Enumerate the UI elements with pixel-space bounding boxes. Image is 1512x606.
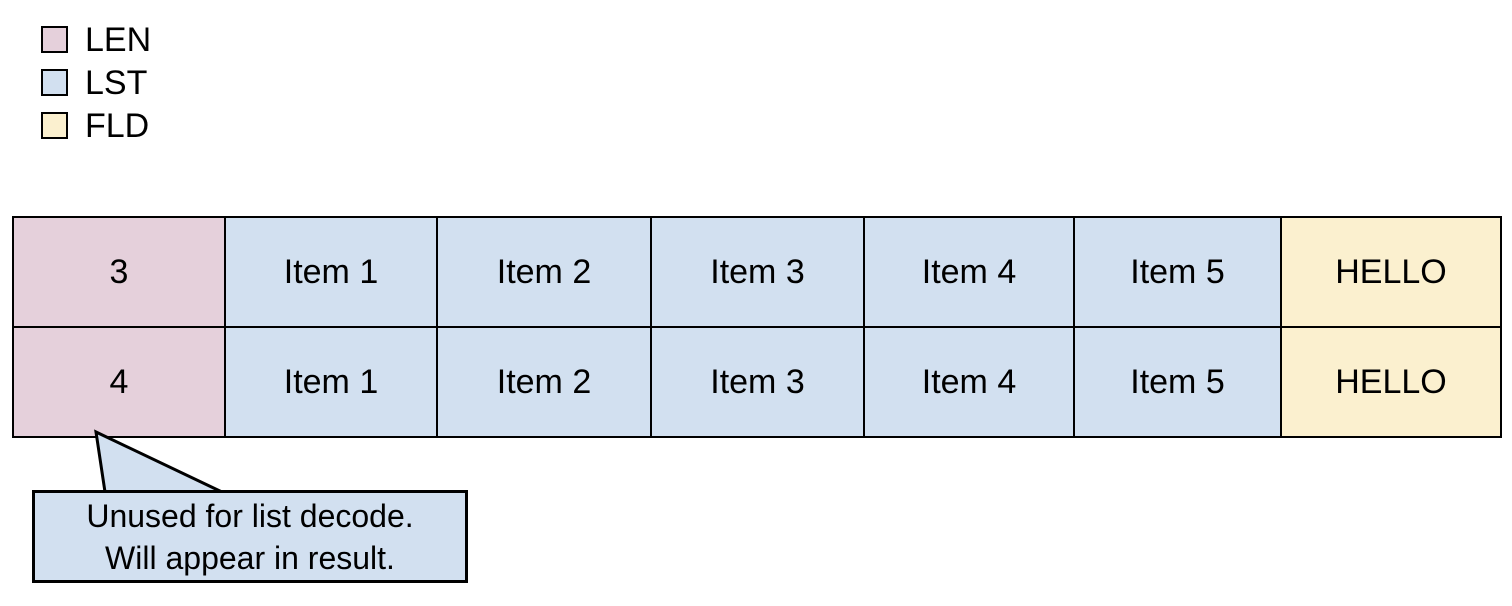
cell-len-row2: 4 xyxy=(12,326,226,438)
cell-item5-row1: Item 5 xyxy=(1073,216,1282,328)
table-row: 4 Item 1 Item 2 Item 3 Item 4 Item 5 HEL… xyxy=(12,326,1502,438)
callout-box: Unused for list decode. Will appear in r… xyxy=(32,490,468,583)
callout-line-2: Will appear in result. xyxy=(105,539,395,576)
cell-item1-row2: Item 1 xyxy=(224,326,438,438)
legend-label-lst: LST xyxy=(85,63,148,102)
cell-fld-row2: HELLO xyxy=(1280,326,1502,438)
cell-len-row1: 3 xyxy=(12,216,226,328)
legend-swatch-len-icon xyxy=(41,26,68,53)
wire-format-table: 3 Item 1 Item 2 Item 3 Item 4 Item 5 HEL… xyxy=(12,216,1502,438)
cell-item3-row1: Item 3 xyxy=(650,216,865,328)
cell-item3-row2: Item 3 xyxy=(650,326,865,438)
cell-item2-row2: Item 2 xyxy=(436,326,652,438)
legend: LEN LST FLD xyxy=(41,18,151,147)
legend-swatch-lst-icon xyxy=(41,69,68,96)
legend-label-fld: FLD xyxy=(85,106,150,145)
legend-swatch-fld-icon xyxy=(41,112,68,139)
legend-item-len: LEN xyxy=(41,18,151,61)
legend-item-fld: FLD xyxy=(41,104,151,147)
cell-item1-row1: Item 1 xyxy=(224,216,438,328)
cell-item2-row1: Item 2 xyxy=(436,216,652,328)
table-row: 3 Item 1 Item 2 Item 3 Item 4 Item 5 HEL… xyxy=(12,216,1502,328)
callout-line-1: Unused for list decode. xyxy=(86,497,414,534)
cell-item5-row2: Item 5 xyxy=(1073,326,1282,438)
callout-annotation: Unused for list decode. Will appear in r… xyxy=(0,424,500,606)
legend-item-lst: LST xyxy=(41,61,151,104)
cell-item4-row1: Item 4 xyxy=(863,216,1075,328)
cell-item4-row2: Item 4 xyxy=(863,326,1075,438)
legend-label-len: LEN xyxy=(85,20,152,59)
cell-fld-row1: HELLO xyxy=(1280,216,1502,328)
